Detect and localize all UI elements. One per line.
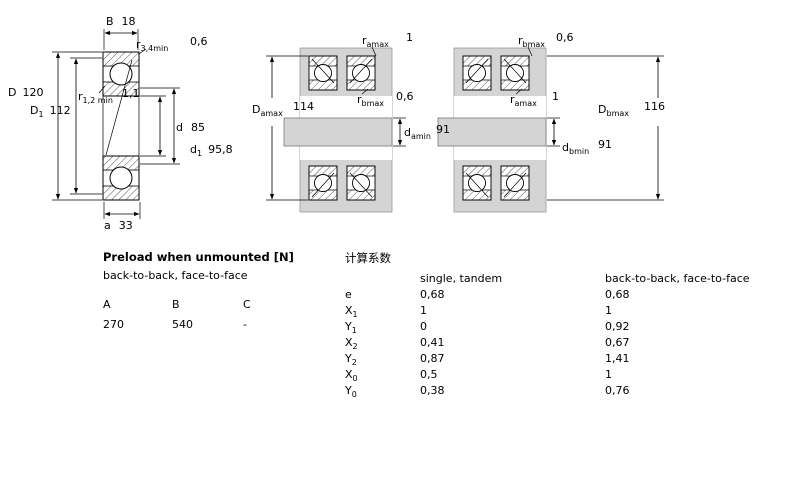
preload-value-a: 270	[103, 318, 124, 331]
factor-value: 0,92	[605, 320, 630, 333]
factor-row-label: e	[345, 288, 352, 301]
dim-Dbmax-value: 116	[644, 100, 665, 113]
factor-row-label: Y2	[345, 352, 357, 368]
dim-rbmax-right-value: 0,6	[556, 31, 574, 44]
factors-col-header-1: single, tandem	[420, 272, 503, 285]
preload-grid: A B C 270 540 -	[103, 298, 303, 331]
factors-col-header-2: back-to-back, face-to-face	[605, 272, 750, 285]
middle-dimension-lines	[266, 46, 406, 201]
dim-rbmax-mid-label: rbmax	[357, 93, 384, 108]
single-bearing-section	[102, 51, 140, 201]
preload-table: Preload when unmounted [N] back-to-back,…	[103, 250, 303, 331]
factor-value: 0,68	[605, 288, 630, 301]
factor-value: 0	[420, 320, 427, 333]
ball-bottom	[109, 166, 133, 190]
dim-rbmax-mid-value: 0,6	[396, 90, 414, 103]
dim-dbmin-label: dbmin	[562, 141, 589, 156]
dim-r12-label: r1,2 min	[78, 90, 113, 105]
dim-ramax-mid-label: ramax	[362, 34, 389, 49]
factor-value: 0,41	[420, 336, 445, 349]
factor-row-label: Y1	[345, 320, 357, 336]
factor-value: 0,68	[420, 288, 445, 301]
dim-r12-value: 1,1	[122, 87, 140, 100]
preload-subtitle: back-to-back, face-to-face	[103, 269, 248, 282]
factors-grid: single, tandem back-to-back, face-to-fac…	[345, 272, 800, 400]
factor-value: 0,67	[605, 336, 630, 349]
preload-value-b: 540	[172, 318, 193, 331]
left-dimension-lines	[52, 29, 180, 219]
factor-value: 0,76	[605, 384, 630, 397]
dim-ramax-right-label: ramax	[510, 93, 537, 108]
factor-value: 0,5	[420, 368, 438, 381]
dim-r34-label: r3,4min	[136, 38, 168, 53]
factor-row-label: X2	[345, 336, 358, 352]
right-dimension-lines	[515, 46, 664, 201]
factors-title: 计算系数	[345, 251, 391, 265]
dim-damin-value: 91	[436, 123, 450, 136]
dim-r34-value: 0,6	[190, 35, 208, 48]
face-to-face-pair	[437, 47, 547, 213]
preload-col-header-c: C	[243, 298, 251, 311]
factor-value: 1	[605, 304, 612, 317]
dim-ramax-mid-value: 1	[406, 31, 413, 44]
factor-value: 0,38	[420, 384, 445, 397]
factor-value: 1	[420, 304, 427, 317]
factor-row-label: X0	[345, 368, 358, 384]
ball-top	[109, 62, 133, 86]
factor-row-label: X1	[345, 304, 358, 320]
contact-angle-line	[105, 59, 133, 156]
factor-value: 0,87	[420, 352, 445, 365]
factor-value: 1,41	[605, 352, 630, 365]
dim-ramax-right-value: 1	[552, 90, 559, 103]
back-to-back-pair	[283, 47, 393, 213]
dim-dbmin-value: 91	[598, 138, 612, 151]
preload-title: Preload when unmounted [N]	[103, 250, 294, 264]
dim-Damax-label: Damax	[252, 103, 283, 118]
factor-row-label: Y0	[345, 384, 357, 400]
shaft-bar	[283, 117, 393, 147]
calculation-factors-table: 计算系数 single, tandem back-to-back, face-t…	[345, 250, 800, 400]
factor-value: 1	[605, 368, 612, 381]
dim-damin-label: damin	[404, 126, 431, 141]
preload-col-header-b: B	[172, 298, 180, 311]
dim-rbmax-right-label: rbmax	[518, 34, 545, 49]
preload-col-header-a: A	[103, 298, 111, 311]
dim-Damax-value: 114	[293, 100, 314, 113]
preload-value-c: -	[243, 318, 247, 331]
dim-Dbmax-label: Dbmax	[598, 103, 629, 118]
shaft-bar	[437, 117, 547, 147]
